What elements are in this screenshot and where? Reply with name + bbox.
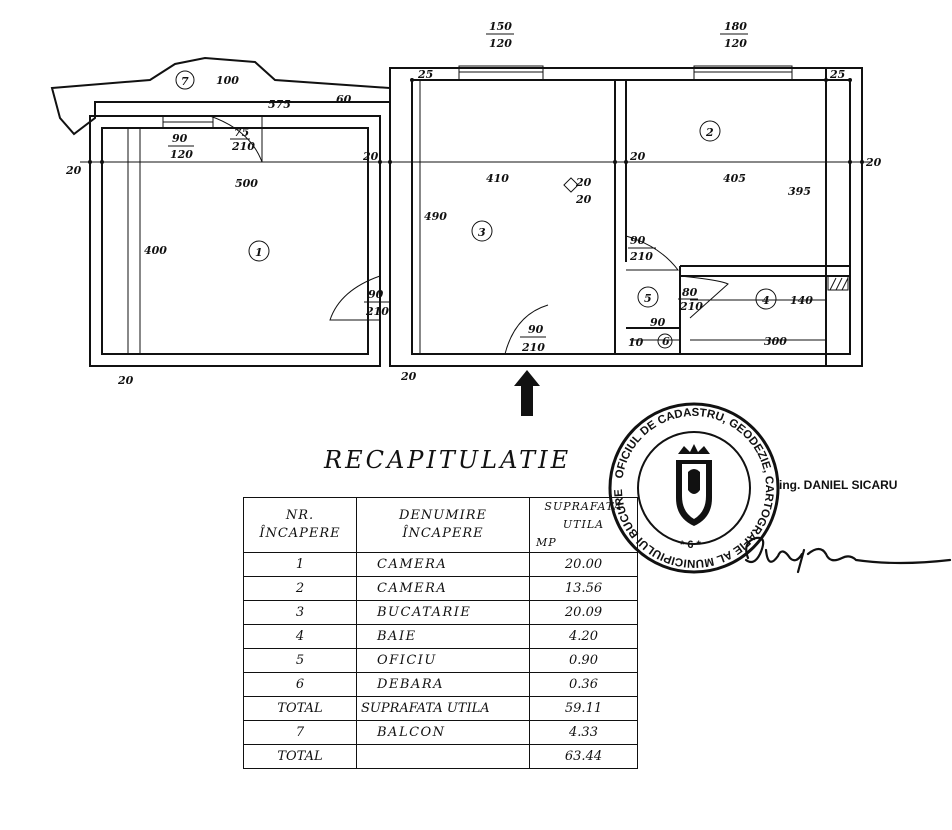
entrance-arrow-icon: [514, 370, 540, 416]
dim-text: 180: [724, 20, 747, 33]
room-label-5: 5: [644, 292, 652, 305]
dim-text: 20: [117, 374, 134, 387]
dim-text: 20: [575, 193, 592, 206]
dim-text: 10: [628, 336, 644, 349]
dim-text: 25: [829, 68, 845, 81]
dim-text: 90: [650, 316, 666, 329]
window: [458, 65, 544, 81]
dim-text: 90: [630, 234, 646, 247]
vent-shaft: [827, 275, 849, 291]
outer-wall: [89, 115, 381, 367]
recap-table: NR. ÎNCAPERE DENUMIRE ÎNCAPERE SUPRAFATA…: [243, 497, 638, 769]
dim-text: 150: [489, 20, 512, 33]
dim-text: 100: [216, 74, 239, 87]
room-label-2: 2: [705, 126, 714, 139]
dim-text: 300: [764, 335, 787, 348]
dim-text: 75: [234, 126, 249, 139]
dim-text: 400: [144, 244, 167, 257]
recap-title: RECAPITULATIE: [324, 446, 572, 474]
room-1-floor: [127, 127, 369, 355]
dim-text: 90: [528, 323, 544, 336]
door-arc: [504, 304, 549, 355]
dim-text: 210: [231, 140, 255, 153]
dim-text: 20: [865, 156, 882, 169]
table-header-row: NR. ÎNCAPERE DENUMIRE ÎNCAPERE SUPRAFATA…: [243, 497, 638, 553]
official-seal: OFICIUL DE CADASTRU, GEODEZIE, CARTOGRAF…: [604, 398, 780, 574]
room-label-4: 4: [762, 294, 770, 307]
dim-text: 575: [268, 98, 291, 111]
seal-number: * 6 *: [680, 539, 702, 551]
dim-text: 20: [629, 150, 646, 163]
window: [693, 65, 793, 81]
dim-text: 395: [788, 185, 811, 198]
door-arc: [679, 275, 729, 319]
room-label-7: 7: [181, 75, 189, 88]
col-nr-header: NR. ÎNCAPERE: [243, 497, 357, 553]
dim-text: 500: [235, 177, 258, 190]
dim-text: 20: [400, 370, 417, 383]
dim-text: 90: [172, 132, 188, 145]
coat-of-arms-icon: [676, 444, 712, 526]
room-label-3: 3: [478, 226, 486, 239]
inner-wall-right: [411, 79, 851, 355]
signature-icon: [744, 536, 952, 574]
dim-text: 25: [417, 68, 433, 81]
floor-plan: 7 1 3 2 4 5 6 150 120 180 120 25 25 100 …: [50, 20, 882, 416]
dim-text: 410: [486, 172, 509, 185]
door-arc: [329, 275, 381, 321]
dim-text: 210: [365, 305, 389, 318]
dim-text: 20: [65, 164, 82, 177]
dim-text: 210: [679, 300, 703, 313]
dim-text: 120: [724, 37, 747, 50]
dim-text: 140: [790, 294, 813, 307]
room-label-1: 1: [255, 246, 263, 259]
dim-text: 80: [682, 286, 698, 299]
dim-text: 490: [424, 210, 447, 223]
outer-wall-right: [389, 67, 863, 367]
dim-text: 60: [336, 93, 352, 106]
vent-icon: [563, 177, 579, 193]
dim-text: 210: [521, 341, 545, 354]
engineer-name: ing. DANIEL SICARU: [779, 478, 898, 492]
dim-text: 405: [723, 172, 746, 185]
door-arc: [625, 235, 680, 271]
dim-text: 20: [362, 150, 379, 163]
dim-text: 120: [170, 148, 193, 161]
col-name-header: DENUMIRE ÎNCAPERE: [356, 497, 530, 553]
dim-text: 20: [575, 176, 592, 189]
dim-text: 90: [368, 288, 384, 301]
dim-text: 210: [629, 250, 653, 263]
room-label-6: 6: [662, 335, 670, 348]
dim-text: 120: [489, 37, 512, 50]
